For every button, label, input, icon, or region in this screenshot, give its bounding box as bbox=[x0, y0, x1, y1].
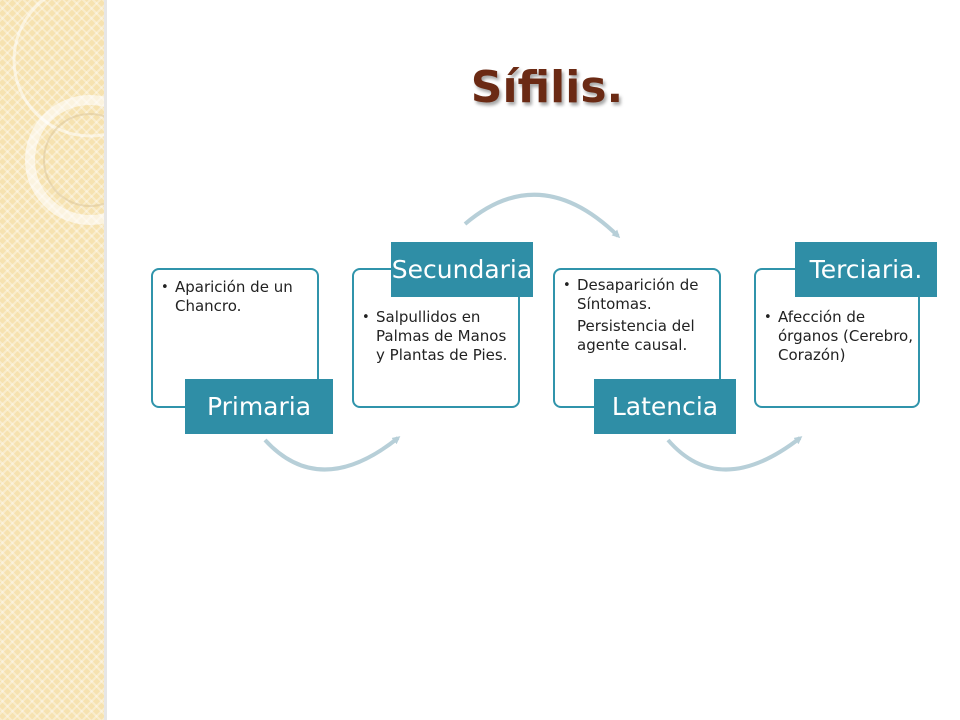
stage-latencia-label: Latencia bbox=[594, 379, 736, 434]
arrow-secundaria-to-latencia bbox=[463, 192, 621, 239]
stage-terciaria-label: Terciaria. bbox=[795, 242, 937, 297]
stage-terciaria-bullet: Afección de órganos (Cerebro, Corazón) bbox=[764, 308, 918, 365]
stage-secundaria-label: Secundaria bbox=[391, 242, 533, 297]
page-title: Sífilis. bbox=[470, 62, 624, 113]
stage-latencia-bullet: Desaparición de Síntomas. bbox=[563, 276, 721, 314]
side-divider bbox=[104, 0, 107, 720]
stage-secundaria-bullet: Salpullidos en Palmas de Manos y Plantas… bbox=[362, 308, 518, 365]
stage-latencia-continuation: Persistencia del agente causal. bbox=[577, 317, 695, 354]
decorative-circles bbox=[12, 0, 104, 225]
stage-primaria-label: Primaria bbox=[185, 379, 333, 434]
arrow-primaria-to-secundaria bbox=[263, 436, 401, 472]
stage-primaria-bullet: Aparición de un Chancro. bbox=[161, 278, 315, 316]
arrow-latencia-to-terciaria bbox=[666, 436, 803, 472]
